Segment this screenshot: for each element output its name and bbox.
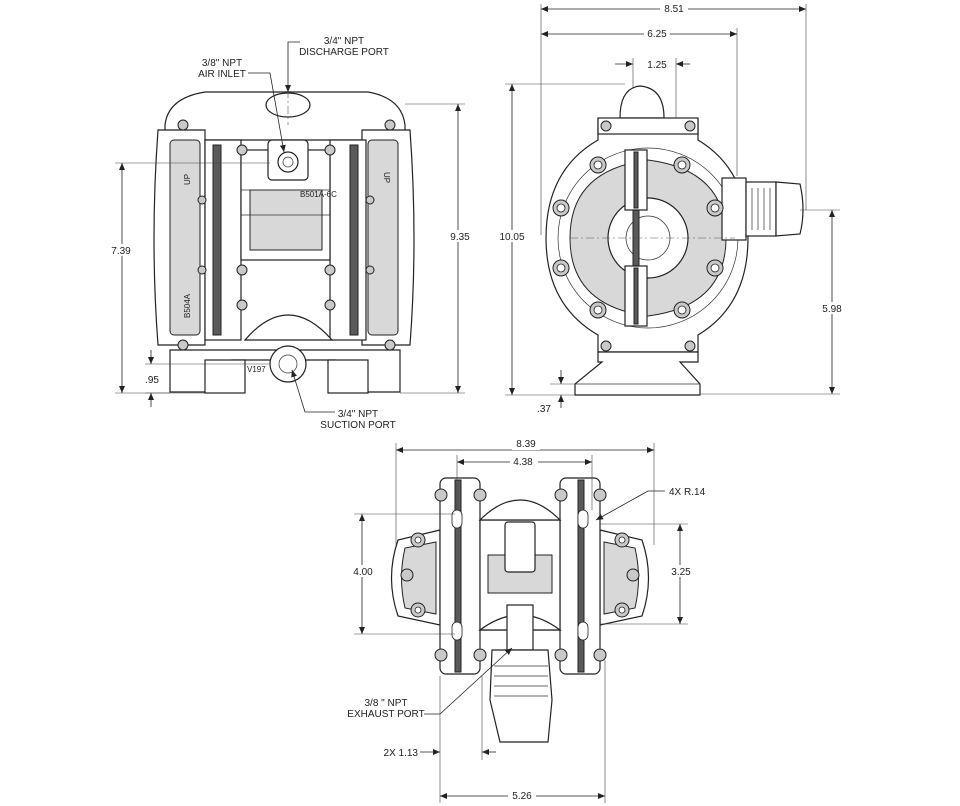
top-bolts bbox=[400, 488, 640, 662]
dim-base-height: .95 bbox=[145, 375, 159, 386]
dim-side-overall-width: 8.51 bbox=[664, 4, 684, 15]
part-mark-v197: V197 bbox=[247, 365, 266, 374]
discharge-port-label-2: DISCHARGE PORT bbox=[299, 47, 389, 58]
dim-exhaust-height: 5.98 bbox=[822, 304, 842, 315]
dim-side-width: 6.25 bbox=[647, 29, 667, 40]
exhaust-port-label-2: EXHAUST PORT bbox=[347, 709, 424, 720]
dim-top-depth: 4.00 bbox=[353, 567, 373, 578]
part-mark-up-right: UP bbox=[382, 172, 391, 183]
top-view: 8.39 4.38 4X R.14 4.00 3.25 3/8 " NPT EX… bbox=[347, 438, 706, 803]
dim-exhaust-offset: 2X 1.13 bbox=[384, 748, 419, 759]
dim-slot-radius: 4X R.14 bbox=[669, 487, 706, 498]
part-mark-model: B501A-6C bbox=[300, 190, 337, 199]
side-bolts bbox=[552, 120, 724, 352]
front-view: UP UP B501A-6C B504A V197 3/4" NPT DISCH… bbox=[110, 36, 472, 431]
dim-top-overall-width: 8.39 bbox=[516, 439, 536, 450]
dim-side-height: 10.05 bbox=[499, 232, 524, 243]
dim-slot-spacing: 3.25 bbox=[671, 567, 691, 578]
part-mark-b504a: B504A bbox=[183, 293, 192, 318]
dim-foot-width: 5.26 bbox=[512, 791, 532, 802]
dim-port-width: 1.25 bbox=[647, 60, 667, 71]
dim-foot-thickness: .37 bbox=[537, 404, 551, 415]
dim-bolt-spacing: 4.38 bbox=[513, 457, 533, 468]
part-mark-up-left: UP bbox=[183, 174, 192, 185]
side-view: 8.51 6.25 1.25 10.05 5.98 .37 bbox=[498, 2, 846, 415]
air-inlet-label-2: AIR INLET bbox=[198, 69, 246, 80]
dim-overall-height: 9.35 bbox=[450, 232, 470, 243]
dim-inlet-height: 7.39 bbox=[111, 246, 131, 257]
discharge-port-label-1: 3/4" NPT bbox=[324, 36, 364, 47]
suction-port-label-2: SUCTION PORT bbox=[320, 420, 395, 431]
exhaust-port-label-1: 3/8 " NPT bbox=[364, 698, 407, 709]
suction-port-label-1: 3/4" NPT bbox=[338, 409, 378, 420]
front-bolts bbox=[177, 119, 396, 351]
air-inlet-label-1: 3/8" NPT bbox=[202, 58, 242, 69]
